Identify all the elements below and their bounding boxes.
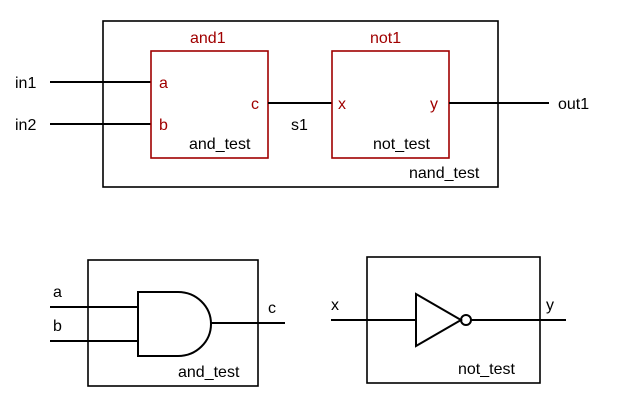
and-input-a-label: a: [53, 284, 62, 301]
not1-type-label: not_test: [373, 136, 430, 153]
and1-block: [150, 50, 269, 159]
out1-label: out1: [558, 96, 589, 113]
not-output-y-label: y: [546, 297, 554, 314]
and1-port-b: b: [159, 117, 168, 134]
and-input-b-label: b: [53, 318, 62, 335]
not1-block: [331, 50, 450, 159]
in1-label: in1: [15, 75, 36, 92]
and1-type-label: and_test: [189, 136, 251, 153]
nand-test-label: nand_test: [409, 165, 480, 182]
in2-label: in2: [15, 117, 36, 134]
and-test-label: and_test: [178, 364, 240, 381]
and1-port-a: a: [159, 75, 168, 92]
and1-instance-label: and1: [190, 30, 226, 47]
and-output-c-label: c: [268, 300, 276, 317]
and1-port-c: c: [251, 96, 259, 113]
s1-label: s1: [291, 117, 308, 134]
not1-port-y: y: [430, 96, 438, 113]
not-gate-triangle: [415, 292, 463, 348]
not-test-label: not_test: [458, 361, 515, 378]
not-input-x-label: x: [331, 297, 339, 314]
not1-port-x: x: [338, 96, 346, 113]
not1-instance-label: not1: [370, 30, 401, 47]
and-gate-symbol: [137, 291, 212, 357]
